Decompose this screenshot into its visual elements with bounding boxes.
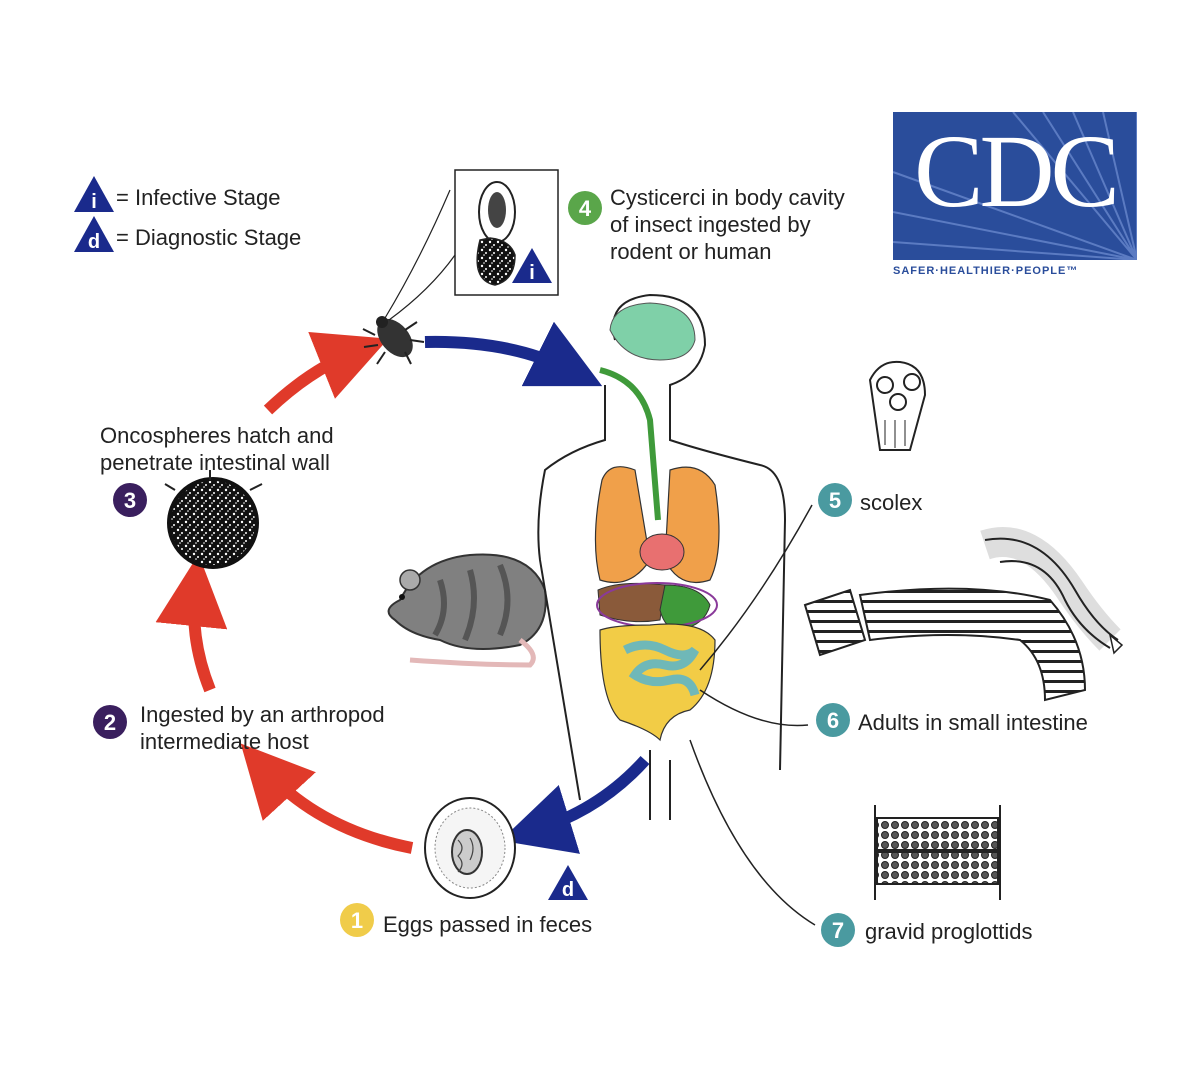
- heart-icon: [639, 533, 685, 571]
- blue-arrows: [424, 321, 650, 854]
- scolex-icon: [868, 360, 927, 451]
- pointer-lines: [689, 504, 816, 926]
- lung-left-icon: [594, 466, 651, 584]
- legend-diagnostic-icon: d: [74, 216, 114, 253]
- cysticercus-box: [454, 169, 559, 296]
- cdc-tagline: SAFER·HEALTHIER·PEOPLE™: [893, 265, 1079, 277]
- stage-5-number: 5: [829, 488, 841, 513]
- rat-icon: [387, 553, 547, 668]
- infective-stage-marker: i: [512, 248, 552, 284]
- insect-icon: [362, 189, 456, 365]
- legend-infective-symbol: i: [91, 191, 97, 213]
- stage-7-number: 7: [832, 918, 844, 943]
- stage-6-label: Adults in small intestine: [858, 710, 1088, 735]
- stage-1-number: 1: [351, 908, 363, 933]
- infective-stage-marker-label: i: [529, 262, 535, 284]
- legend-diagnostic-text: = Diagnostic Stage: [116, 225, 302, 250]
- stage-3-label-line2: penetrate intestinal wall: [100, 450, 330, 475]
- human-body-icon: [537, 293, 787, 820]
- stage-5-label: scolex: [860, 490, 923, 515]
- cdc-logo-text: CDC: [914, 114, 1120, 229]
- adult-tapeworm-icon: [803, 527, 1124, 702]
- cdc-logo: CDC: [893, 112, 1137, 260]
- stage-7-label: gravid proglottids: [865, 919, 1033, 944]
- diagnostic-stage-marker: d: [548, 865, 588, 901]
- arrow-oncosphere-to-insect: [263, 331, 389, 415]
- stage-number-circles: 1 2 3 4 5 6 7: [93, 191, 855, 947]
- legend-infective-text: = Infective Stage: [116, 185, 281, 210]
- stage-6-number: 6: [827, 708, 839, 733]
- proglottids-icon: [874, 805, 1001, 900]
- stage-4-label-line2: of insect ingested by: [610, 212, 811, 237]
- liver-icon: [597, 582, 666, 623]
- stage-4-label-line3: rodent or human: [610, 239, 772, 264]
- stage-4-number: 4: [579, 196, 592, 221]
- stage-2-label-line1: Ingested by an arthropod: [140, 702, 385, 727]
- stage-1-label: Eggs passed in feces: [383, 912, 593, 937]
- stage-3-label-line1: Oncospheres hatch and: [100, 423, 334, 448]
- stage-4-label-line1: Cysticerci in body cavity: [610, 185, 845, 210]
- stage-2-label-line2: intermediate host: [140, 729, 309, 754]
- arrow-human-to-eggs: [500, 755, 650, 854]
- small-intestine-icon: [622, 640, 700, 697]
- stomach-icon: [659, 584, 711, 631]
- red-arrows: [155, 331, 414, 854]
- legend-infective-icon: i: [74, 176, 114, 213]
- cysticercus-icon: [476, 181, 516, 286]
- airway-icon: [599, 367, 661, 521]
- stage-3-number: 3: [124, 488, 136, 513]
- arrow-insect-to-human: [424, 321, 603, 387]
- arrow-eggs-to-arthropod: [240, 743, 414, 854]
- diagnostic-stage-marker-label: d: [562, 879, 574, 901]
- arrow-arthropod-to-oncosphere: [155, 554, 228, 693]
- legend-diagnostic-symbol: d: [88, 231, 100, 253]
- egg-icon: [424, 797, 516, 899]
- brain-icon: [609, 302, 696, 361]
- oncosphere-icon: [164, 470, 263, 569]
- stage-2-number: 2: [104, 710, 116, 735]
